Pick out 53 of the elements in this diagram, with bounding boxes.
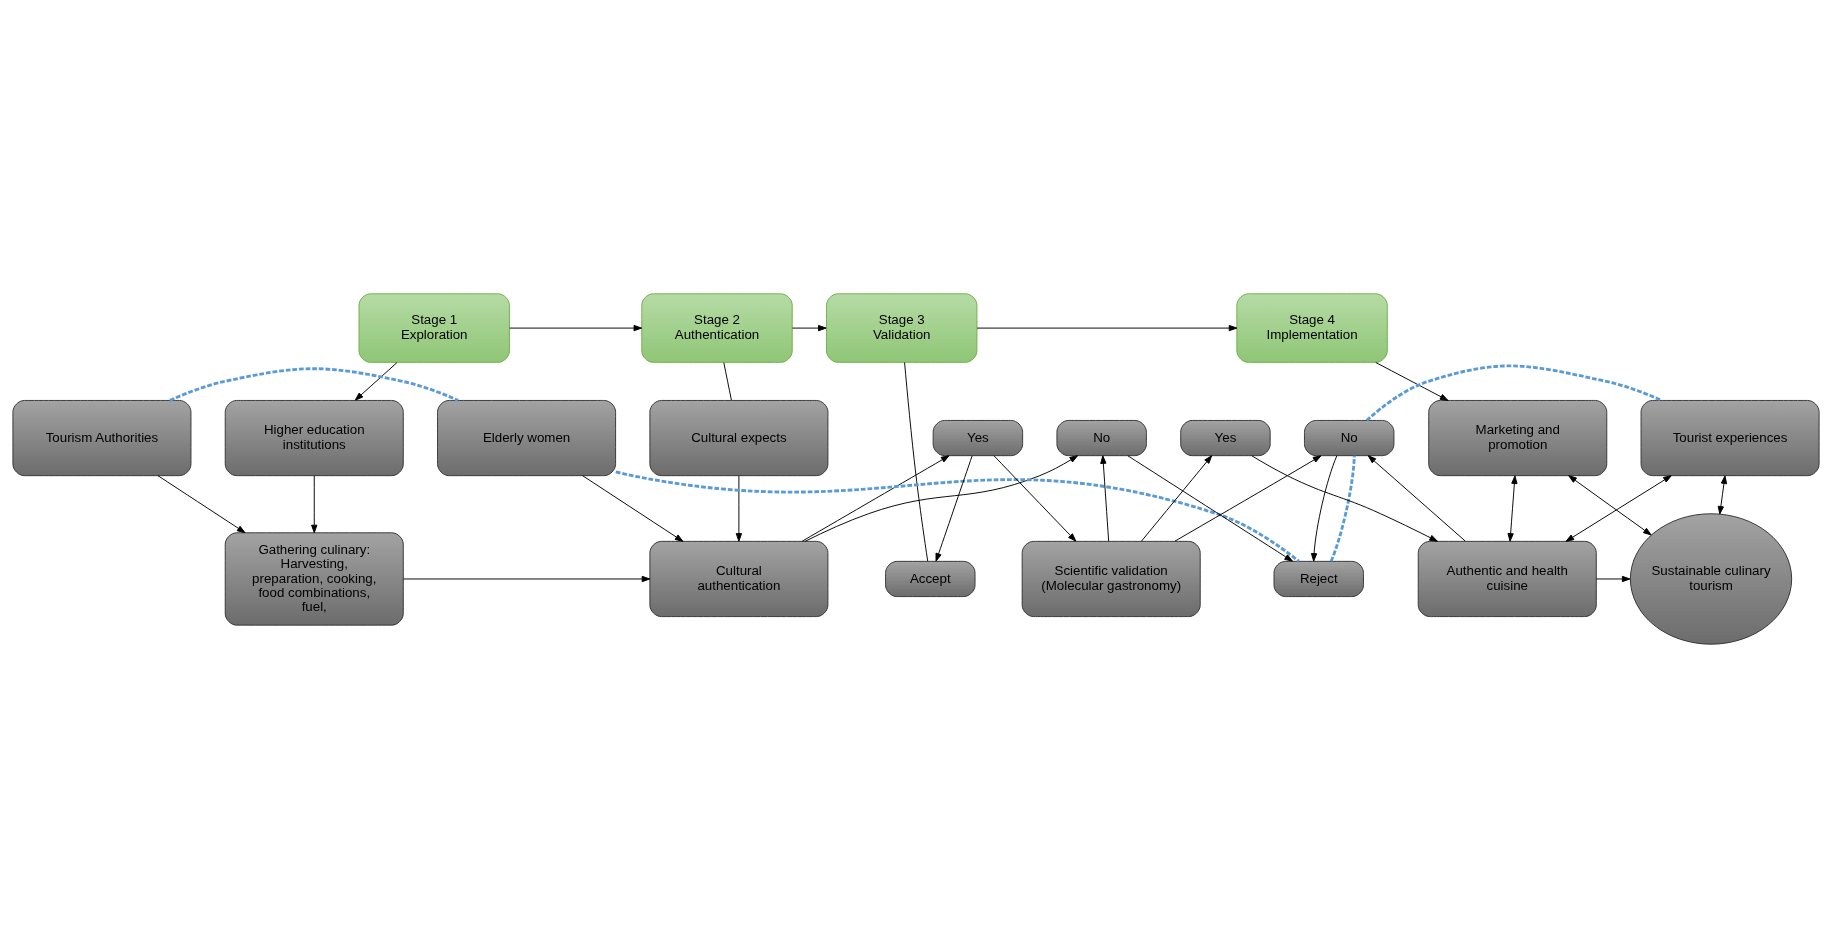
arrow xyxy=(801,455,950,542)
arrow xyxy=(157,475,246,534)
arrow xyxy=(1568,475,1652,536)
node-box: Gathering culinary: Harvesting, preparation, cooking, food combinations, fuel, xyxy=(224,532,404,626)
arrow xyxy=(1595,575,1631,583)
node-ellipse: Sustainable culinary tourism xyxy=(1629,513,1793,645)
node-box: Scientific validation (Molecular gastronomy) xyxy=(1021,540,1201,618)
arrow xyxy=(1174,455,1322,542)
node-box: Tourism Authorities xyxy=(12,399,192,477)
connector xyxy=(1329,455,1356,562)
arrow xyxy=(1507,475,1518,542)
connector xyxy=(904,362,929,562)
node-box: No xyxy=(1304,419,1395,457)
arrow xyxy=(791,324,827,332)
arrow xyxy=(582,475,684,542)
arrow xyxy=(402,575,651,583)
arrow xyxy=(1141,455,1213,542)
node-box: Marketing and promotion xyxy=(1428,399,1608,477)
arrow xyxy=(993,455,1077,542)
arrow xyxy=(509,324,643,332)
node-box: Cultural authentication xyxy=(649,540,829,618)
arrow xyxy=(1310,455,1338,562)
node-box: Yes xyxy=(1180,419,1271,457)
arrow xyxy=(1717,475,1728,515)
arrow xyxy=(1251,455,1438,542)
arrow xyxy=(735,475,743,542)
node-box: Tourist experiences xyxy=(1640,399,1820,477)
node-box: Elderly women xyxy=(437,399,617,477)
arrow xyxy=(1127,455,1293,562)
connector xyxy=(169,367,459,402)
node-box: Reject xyxy=(1273,560,1364,598)
node-box: Stage 1 Exploration xyxy=(358,293,510,363)
connector xyxy=(615,470,1300,563)
arrow xyxy=(976,324,1238,332)
arrow xyxy=(1100,455,1110,542)
node-box: Accept xyxy=(885,560,976,598)
connector xyxy=(1365,364,1663,422)
node-box: Stage 4 Implementation xyxy=(1236,293,1388,363)
arrow xyxy=(1565,475,1672,542)
connector xyxy=(723,362,732,401)
arrow xyxy=(1375,362,1449,401)
node-box: Authentic and health cuisine xyxy=(1417,540,1597,618)
arrow xyxy=(804,455,1079,542)
node-box: Stage 3 Validation xyxy=(826,293,978,363)
node-box: No xyxy=(1056,419,1147,457)
node-box: Cultural expects xyxy=(649,399,829,477)
node-box: Stage 2 Authentication xyxy=(641,293,793,363)
node-box: Yes xyxy=(932,419,1024,457)
arrow xyxy=(354,362,398,401)
arrow xyxy=(1367,455,1466,542)
arrow xyxy=(311,475,318,534)
node-box: Higher education institutions xyxy=(224,399,404,477)
arrow xyxy=(935,455,973,562)
